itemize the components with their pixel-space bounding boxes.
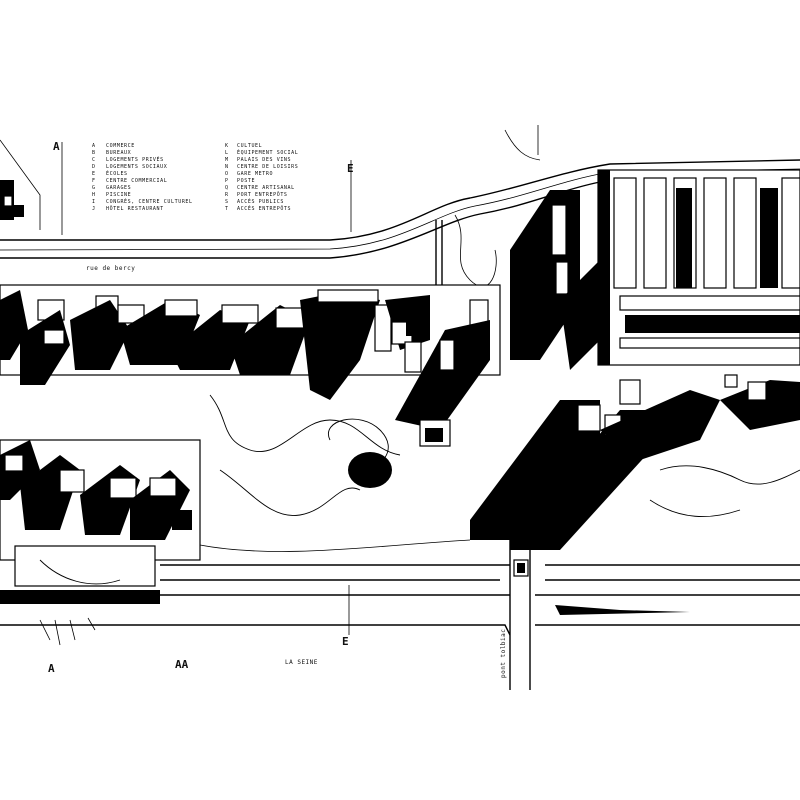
legend-key: K — [225, 143, 229, 149]
legend-label: LOGEMENTS PRIVÉS — [106, 155, 164, 163]
section-markers: A A E E AA — [48, 140, 354, 675]
legend-key: Q — [225, 185, 229, 191]
legend-label: GARAGES — [106, 185, 131, 191]
legend-label: HÔTEL RESTAURANT — [106, 205, 164, 212]
quai-boulevard: LA SEINE pont tolbiac — [0, 540, 800, 690]
legend-key: T — [225, 206, 229, 212]
legend-key: A — [92, 143, 96, 149]
legend-key: S — [225, 199, 229, 205]
legend-key: R — [225, 192, 229, 198]
legend-key: B — [92, 150, 96, 156]
legend-left: A COMMERCE B BUREAUX C LOGEMENTS PRIVÉS … — [92, 143, 193, 212]
legend-key: N — [225, 164, 229, 170]
tower-cluster-east — [470, 374, 800, 550]
section-mark-e-bottom: E — [342, 635, 349, 648]
section-mark-a-top: A — [53, 140, 60, 153]
section-mark-e-top: E — [347, 162, 354, 175]
street-label-la-seine: LA SEINE — [285, 659, 318, 666]
legend-key: F — [92, 178, 96, 184]
legend-label: ACCÈS ENTREPÔTS — [237, 204, 291, 212]
legend-label: PORT ENTREPÔTS — [237, 191, 288, 198]
legend-label: CONGRÈS, CENTRE CULTUREL — [106, 197, 193, 205]
rue-de-bercy-road: rue de bercy — [0, 159, 800, 272]
housing-band-upper — [0, 284, 501, 447]
legend-key: M — [225, 157, 229, 163]
legend-label: CENTRE DE LOISIRS — [237, 164, 298, 170]
legend-label: CENTRE ARTISANAL — [237, 185, 295, 191]
legend-label: COMMERCE — [106, 143, 135, 149]
legend-label: CULTUEL — [237, 143, 262, 149]
legend-label: BUREAUX — [106, 150, 131, 156]
pont-tolbiac-ramp — [513, 559, 529, 577]
legend-key: H — [92, 192, 96, 198]
legend-label: POSTE — [237, 178, 255, 184]
legend-label: PISCINE — [106, 192, 131, 198]
section-mark-a-bottom: A — [48, 662, 55, 675]
housing-cluster-lower-left — [0, 439, 201, 587]
legend-label: PALAIS DES VINS — [237, 157, 291, 163]
tower-cluster-top — [510, 190, 600, 370]
legend-label: GARE METRO — [237, 171, 273, 177]
legend-label: ÉCOLES — [106, 169, 128, 177]
legend-label: CENTRE COMMERCIAL — [106, 178, 167, 184]
legend-key: J — [92, 206, 96, 212]
legend-key: D — [92, 164, 96, 170]
central-park — [39, 394, 800, 585]
legend-label: ACCÈS PUBLICS — [237, 197, 284, 205]
legend-key: I — [92, 199, 96, 205]
street-label-rue-de-bercy: rue de bercy — [86, 265, 135, 272]
legend-right: K CULTUEL L ÉQUIPEMENT SOCIAL M PALAIS D… — [225, 143, 298, 212]
street-label-pont-tolbiac: pont tolbiac — [500, 629, 507, 678]
legend-key: L — [225, 150, 229, 156]
legend-key: E — [92, 171, 96, 177]
warehouse-complex — [597, 169, 800, 366]
legend-key: C — [92, 157, 96, 163]
legend-key: G — [92, 185, 96, 191]
section-mark-aa: AA — [175, 658, 189, 671]
legend-key: P — [225, 178, 229, 184]
legend-label: LOGEMENTS SOCIAUX — [106, 164, 167, 170]
legend-label: ÉQUIPEMENT SOCIAL — [237, 148, 298, 156]
park-curve-top — [435, 125, 541, 290]
legend-key: O — [225, 171, 229, 177]
corner-building-top-left — [0, 139, 41, 230]
